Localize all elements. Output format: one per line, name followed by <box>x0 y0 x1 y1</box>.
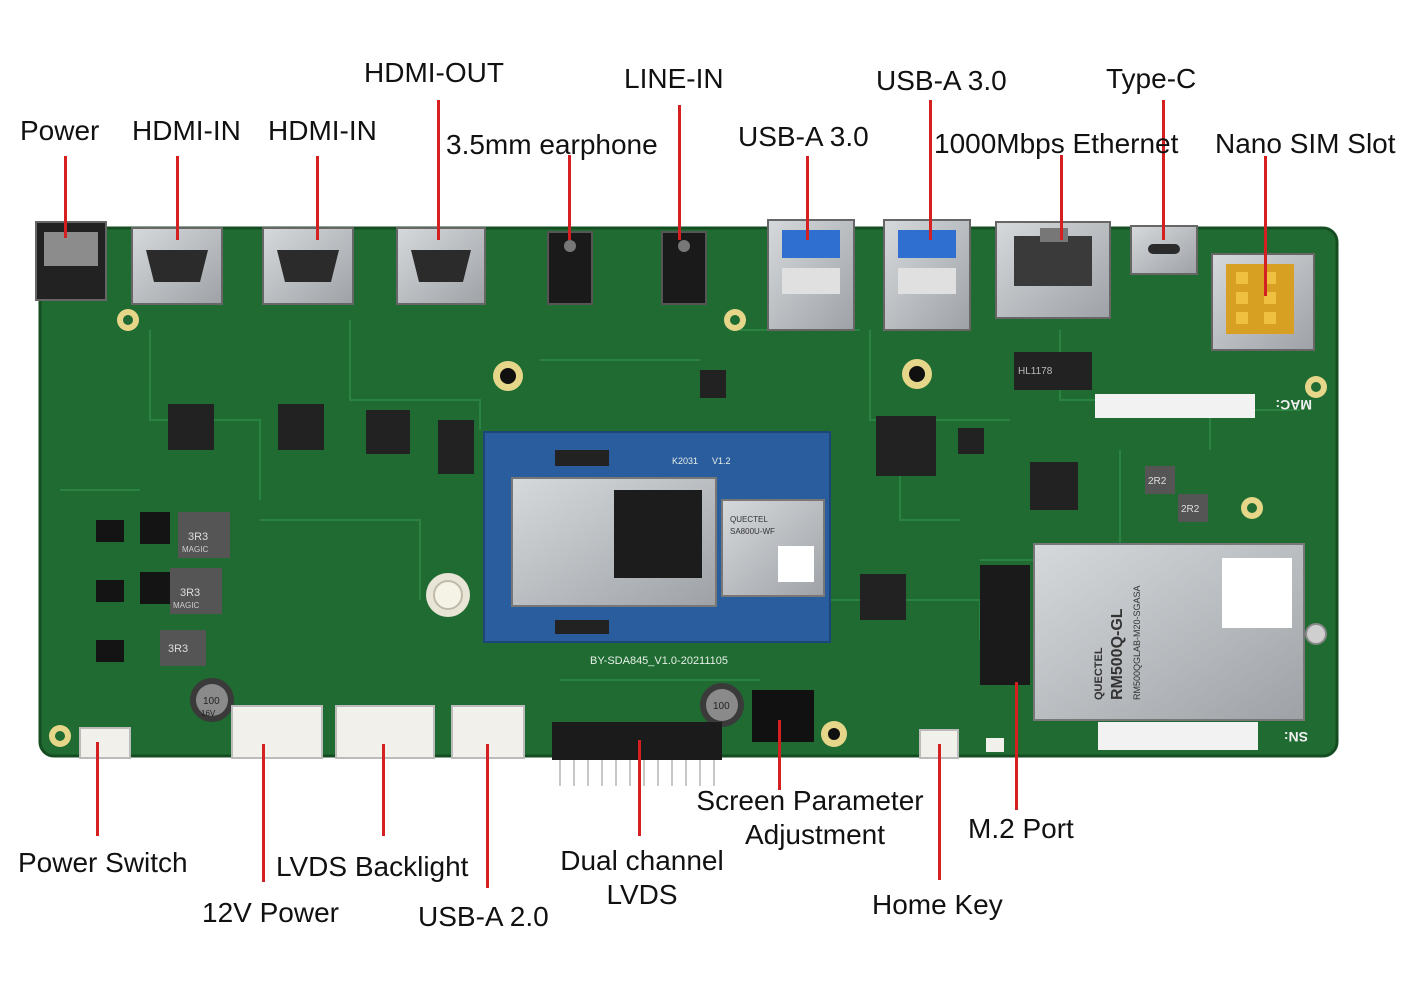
nano-sim-slot <box>1211 253 1315 351</box>
dual-lvds-header <box>552 722 722 786</box>
rtc-battery-holder <box>426 573 470 617</box>
leader-line-ethernet <box>1060 155 1063 240</box>
modem-code-text: RM500QGLAB-M20-SGASA <box>1132 585 1142 700</box>
ethernet-connector <box>995 221 1111 319</box>
leader-line-power <box>64 156 67 238</box>
label-nano-sim: Nano SIM Slot <box>1215 128 1396 159</box>
mac-sticker <box>1095 394 1255 418</box>
leader-line-dual-lvds <box>638 740 641 836</box>
wifi-model-text: SA800U-WF <box>730 527 775 536</box>
inductor-brand-2-text: MAGIC <box>173 601 199 610</box>
leader-line-usb-a2 <box>486 744 489 888</box>
power-jack <box>35 221 107 301</box>
label-usb-a2: USB-A 2.0 <box>418 901 549 932</box>
ethernet-chip-text: HL1178 <box>1018 366 1053 377</box>
board-id-text: BY-SDA845_V1.0-20211105 <box>590 655 728 667</box>
leader-line-usb-a3-1 <box>806 156 809 240</box>
sn-sticker <box>1098 722 1258 750</box>
modem-model-text: RM500Q-GL <box>1109 608 1126 700</box>
leader-line-hdmi-in-2 <box>316 156 319 240</box>
usb-a3-1-connector <box>767 219 855 331</box>
inductor-5-text: 2R2 <box>1181 504 1200 515</box>
label-power: Power <box>20 115 100 146</box>
label-screen-param-line-1: Screen Parameter <box>696 785 924 816</box>
label-earphone: 3.5mm earphone <box>446 129 658 160</box>
inductor-1-text: 3R3 <box>188 531 208 543</box>
capacitor-voltage-text: 16V <box>201 709 216 718</box>
leader-line-type-c <box>1162 100 1165 240</box>
label-usb-a3-1: USB-A 3.0 <box>738 121 869 152</box>
label-power-switch: Power Switch <box>18 847 188 878</box>
modem-brand-text: QUECTEL <box>1093 647 1105 700</box>
mac-label-text: MAC: <box>1275 397 1312 413</box>
leader-line-power-switch <box>96 742 99 836</box>
label-usb-a3-2: USB-A 3.0 <box>876 65 1007 96</box>
leader-line-usb-a3-2 <box>929 100 932 240</box>
label-lvds-backlight: LVDS Backlight <box>276 851 469 882</box>
screen-parameter-header <box>752 690 814 742</box>
12v-power-connector <box>231 705 323 759</box>
hdmi-out-connector <box>396 227 486 305</box>
mosfets <box>96 512 170 662</box>
label-hdmi-in-1: HDMI-IN <box>132 115 241 146</box>
label-type-c: Type-C <box>1106 63 1197 94</box>
capacitor-1-text: 100 <box>203 696 220 707</box>
label-screen-param-line-2: Adjustment <box>744 819 886 850</box>
usb-a3-2-connector <box>883 219 971 331</box>
leader-line-home-key <box>938 744 941 880</box>
power-inductors <box>160 466 1208 666</box>
label-ethernet: 1000Mbps Ethernet <box>934 128 1179 159</box>
modem-text-group: QUECTEL RM500Q-GL RM500QGLAB-M20-SGASA <box>1093 585 1142 700</box>
leader-line-hdmi-in-1 <box>176 156 179 240</box>
mounting-holes <box>49 309 1327 747</box>
hdmi-in-2-connector <box>262 227 354 305</box>
5g-modem-module <box>980 543 1327 721</box>
inductor-4-text: 2R2 <box>1148 476 1167 487</box>
module-id-text: K2031 <box>672 456 698 466</box>
compute-module <box>483 431 831 643</box>
sn-label-text: SN: <box>1284 729 1308 745</box>
power-switch-connector <box>79 727 131 759</box>
earphone-jack <box>547 231 593 305</box>
inductor-3-text: 3R3 <box>168 643 188 655</box>
leader-line-lvds-backlight <box>382 744 385 836</box>
line-in-jack <box>661 231 707 305</box>
leader-line-earphone <box>568 155 571 240</box>
lvds-backlight-connector <box>335 705 435 759</box>
leader-line-m2-port <box>1015 682 1018 810</box>
inductor-2-text: 3R3 <box>180 587 200 599</box>
electrolytic-capacitors <box>190 678 744 727</box>
label-dual-lvds-line-2: LVDS <box>606 879 678 910</box>
label-hdmi-in-2: HDMI-IN <box>268 115 377 146</box>
small-button <box>986 738 1004 752</box>
label-hdmi-out: HDMI-OUT <box>364 57 504 88</box>
ic-chips <box>168 352 1092 620</box>
inductor-brand-1-text: MAGIC <box>182 545 208 554</box>
leader-line-hdmi-out <box>437 100 440 240</box>
wifi-brand-text: QUECTEL <box>730 515 768 524</box>
label-home-key: Home Key <box>872 889 1003 920</box>
module-version-text: V1.2 <box>712 456 731 466</box>
leader-line-nano-sim <box>1264 156 1267 296</box>
hdmi-in-1-connector <box>131 227 223 305</box>
leader-line-line-in <box>678 105 681 240</box>
label-12v-power: 12V Power <box>202 897 339 928</box>
leader-line-screen-param <box>778 720 781 790</box>
capacitor-2-text: 100 <box>713 701 730 712</box>
label-dual-lvds-line-1: Dual channel <box>560 845 724 876</box>
label-m2-port: M.2 Port <box>968 813 1074 844</box>
leader-line-12v-power <box>262 744 265 882</box>
label-line-in: LINE-IN <box>624 63 724 94</box>
